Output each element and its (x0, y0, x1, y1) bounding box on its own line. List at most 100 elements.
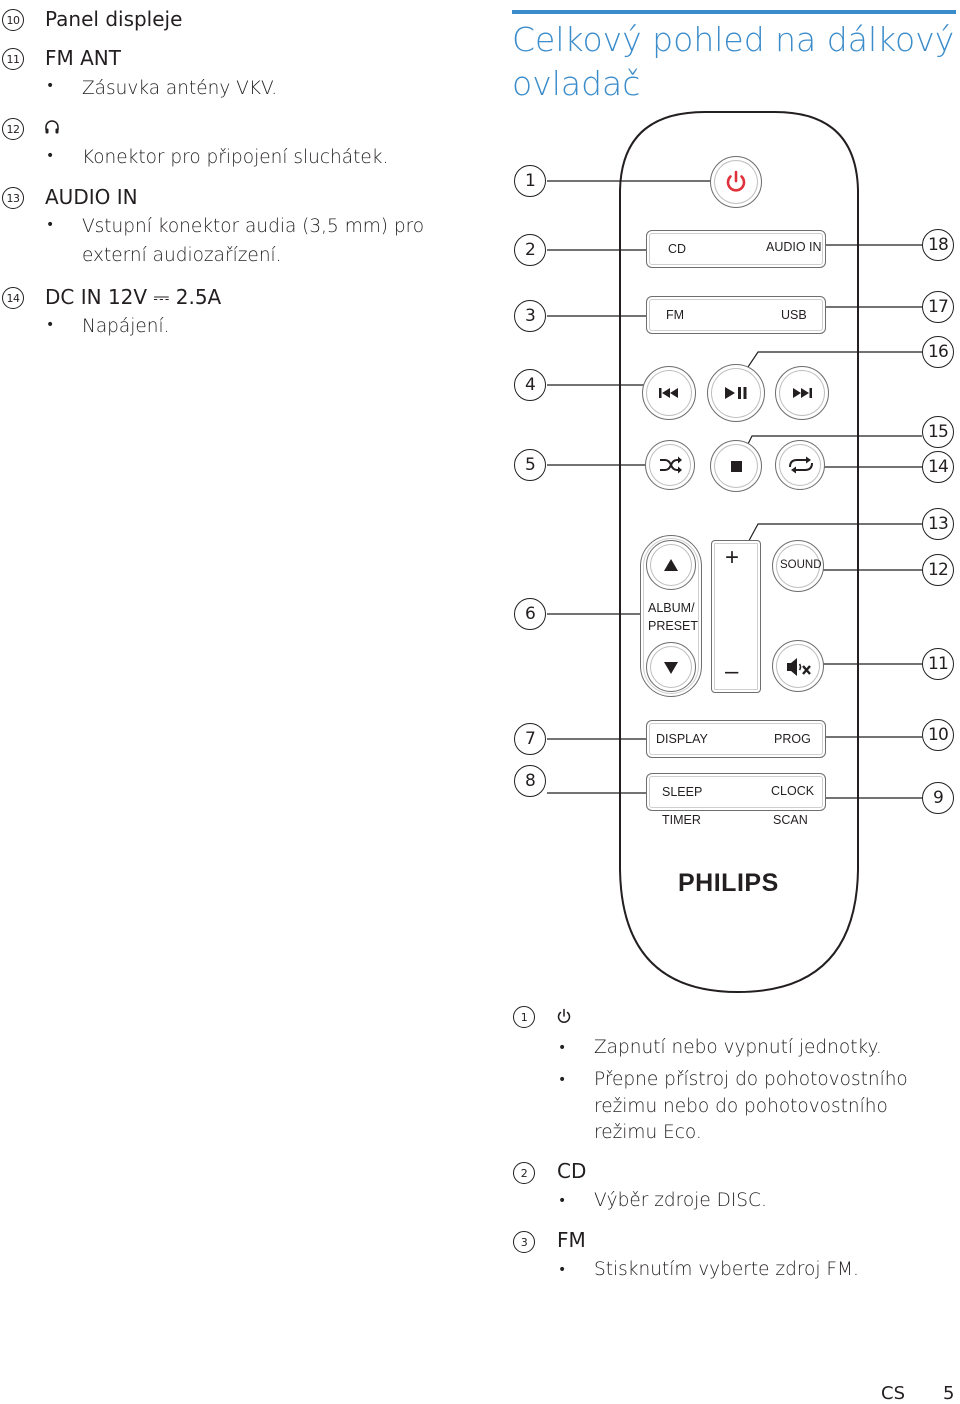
callout-13: 13 (922, 508, 954, 540)
callout-7: 7 (514, 723, 546, 755)
bullet-text: Přepne přístroj do pohotovostního (594, 1069, 908, 1090)
bullet: • (46, 78, 55, 94)
callout-12: 12 (922, 554, 954, 586)
cd-audioin-bar (646, 230, 826, 268)
volume-up-button[interactable]: + (725, 544, 740, 571)
shuffle-button[interactable] (645, 440, 695, 490)
item-number: 14 (2, 287, 24, 309)
callout-18: 18 (922, 229, 954, 261)
power-icon (726, 170, 746, 192)
power-icon (557, 1008, 571, 1023)
volume-down-button[interactable]: – (725, 658, 739, 685)
item-number: 12 (2, 118, 24, 140)
item-number: 2 (513, 1162, 535, 1184)
play-pause-button[interactable] (707, 364, 765, 422)
item-number: 10 (2, 9, 24, 31)
callout-10: 10 (922, 719, 954, 751)
callout-11: 11 (922, 648, 954, 680)
bullet: • (46, 148, 55, 164)
callout-8: 8 (514, 765, 546, 797)
bullet: • (558, 1072, 567, 1088)
sleep-button[interactable]: SLEEP (662, 785, 703, 799)
callout-3: 3 (514, 300, 546, 332)
prog-button[interactable]: PROG (774, 732, 811, 746)
bullet-text: Zásuvka antény VKV. (82, 78, 278, 99)
usb-button[interactable]: USB (781, 308, 807, 322)
bullet: • (558, 1262, 567, 1278)
item-number: 13 (2, 187, 24, 209)
repeat-icon (789, 456, 813, 474)
item-number: 11 (2, 48, 24, 70)
volume-rocker (711, 540, 761, 693)
up-arrow-icon (664, 559, 678, 571)
heading-line: Celkový pohled na dálkový (512, 20, 955, 59)
repeat-button[interactable] (775, 440, 825, 490)
play-pause-icon (725, 387, 747, 399)
album-down-button[interactable] (646, 642, 696, 692)
mute-button[interactable] (772, 640, 824, 692)
bullet-text: režimu Eco. (594, 1122, 702, 1143)
headphones-icon (45, 120, 59, 134)
footer-language: CS (881, 1383, 905, 1404)
prev-icon (659, 388, 678, 398)
bullet-text: režimu nebo do pohotovostního (594, 1096, 888, 1117)
item-title: FM (557, 1228, 586, 1252)
down-arrow-icon (664, 662, 678, 674)
next-button[interactable] (775, 366, 829, 420)
stop-button[interactable] (710, 440, 762, 492)
heading-rule (512, 10, 956, 14)
bullet-text: Výběr zdroje DISC. (594, 1190, 767, 1211)
bullet-text: externí audiozařízení. (82, 245, 282, 266)
shuffle-icon (660, 456, 682, 474)
section-heading: Celkový pohled na dálkový ovladač (512, 18, 960, 106)
item-number: 1 (513, 1006, 535, 1028)
bullet: • (46, 217, 55, 233)
sound-label: SOUND (780, 559, 822, 571)
callout-14: 14 (922, 451, 954, 483)
scan-label: SCAN (773, 813, 808, 827)
callout-4: 4 (514, 369, 546, 401)
bullet-text: Konektor pro připojení sluchátek. (82, 147, 389, 168)
item-number: 3 (513, 1231, 535, 1253)
stop-icon (731, 461, 742, 472)
bullet: • (46, 317, 55, 333)
fm-usb-bar (646, 296, 826, 334)
bullet-text: Vstupní konektor audia (3,5 mm) pro (82, 216, 425, 237)
philips-logo: PHILIPS (678, 869, 779, 897)
item-title: CD (557, 1159, 587, 1183)
audio-in-button[interactable]: AUDIO IN (766, 240, 822, 254)
display-button[interactable]: DISPLAY (656, 732, 708, 746)
cd-button[interactable]: CD (668, 242, 687, 256)
next-icon (793, 388, 812, 398)
album-label: ALBUM/ (648, 601, 695, 615)
mute-icon (787, 658, 811, 676)
callout-2: 2 (514, 234, 546, 266)
bullet-text: Stisknutím vyberte zdroj FM. (594, 1259, 859, 1280)
callout-9: 9 (922, 782, 954, 814)
fm-button[interactable]: FM (666, 308, 685, 322)
item-title: DC IN 12V ⎓ 2.5A (45, 285, 222, 309)
display-prog-bar (646, 720, 826, 758)
album-up-button[interactable] (646, 540, 696, 590)
callout-16: 16 (922, 336, 954, 368)
callout-5: 5 (514, 449, 546, 481)
callout-15: 15 (922, 416, 954, 448)
callout-6: 6 (514, 598, 546, 630)
clock-button[interactable]: CLOCK (771, 784, 815, 798)
callout-17: 17 (922, 291, 954, 323)
preset-label: PRESET (648, 619, 699, 633)
footer-page-number: 5 (943, 1383, 955, 1404)
item-title: FM ANT (45, 46, 121, 70)
bullet: • (558, 1040, 567, 1056)
sound-button[interactable] (772, 540, 824, 592)
item-title: Panel displeje (45, 7, 183, 31)
remote-diagram (547, 111, 922, 994)
sleep-clock-bar (646, 773, 826, 811)
timer-label: TIMER (662, 813, 701, 827)
bullet-text: Napájení. (82, 316, 170, 337)
callout-1: 1 (514, 165, 546, 197)
prev-button[interactable] (642, 366, 696, 420)
power-button[interactable] (710, 156, 762, 208)
bullet: • (558, 1193, 567, 1209)
item-title: AUDIO IN (45, 185, 138, 209)
